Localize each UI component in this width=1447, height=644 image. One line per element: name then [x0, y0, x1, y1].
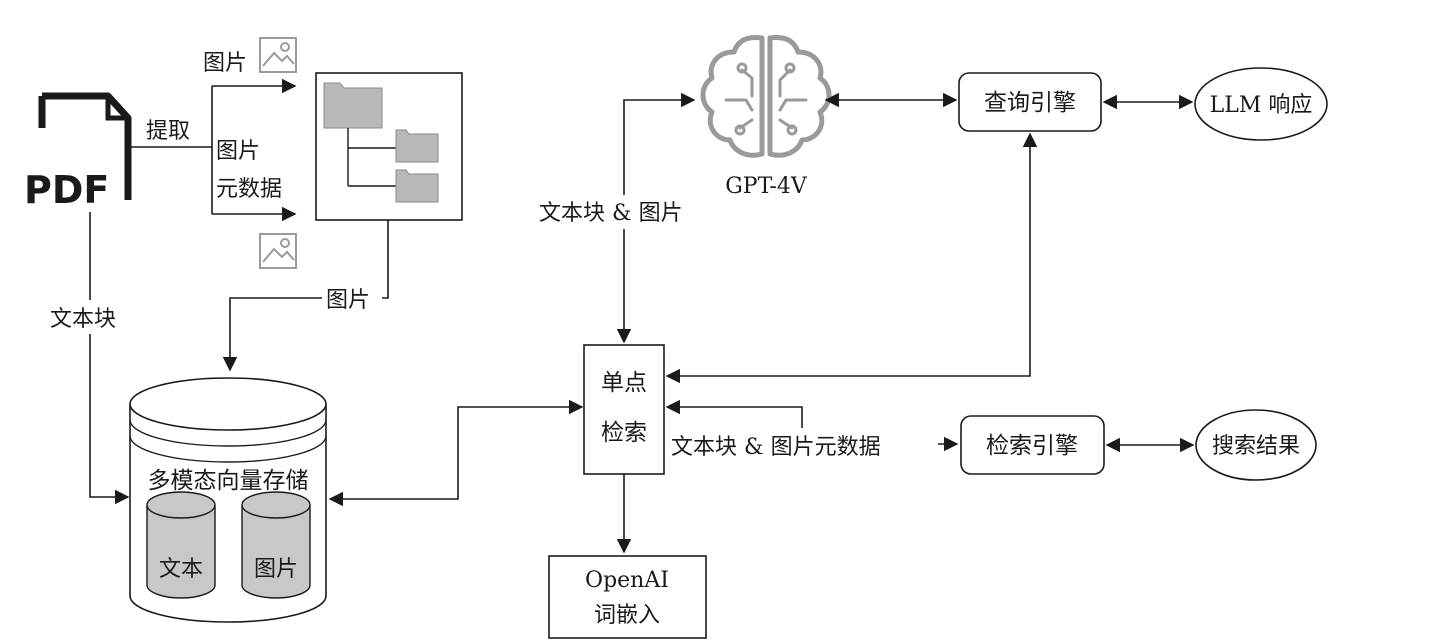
brain-icon: [700, 35, 832, 158]
text-chunks-edge: [89, 212, 130, 505]
image-cylinder-label: 图片: [254, 557, 298, 582]
search-results-label: 搜索结果: [1212, 434, 1300, 459]
image-icon: [259, 233, 297, 269]
embedding-label-2: 词嵌入: [594, 603, 660, 628]
llm-response-label: LLM 响应: [1210, 93, 1313, 118]
extract-label: 提取: [146, 119, 190, 144]
search-link-label: 文本块 & 图片元数据: [671, 435, 881, 460]
image-icon: [259, 37, 297, 73]
extraction-edges: [128, 78, 297, 222]
gpt-link-label: 文本块 & 图片: [539, 201, 683, 226]
embedding-label-1: OpenAI: [585, 568, 669, 593]
text-chunks-label: 文本块: [50, 307, 116, 332]
llm-response-ellipse: LLM 响应: [1194, 67, 1328, 141]
vector-store-cylinder: 多模态向量存储 文本 图片: [129, 377, 327, 623]
folder-icon: [323, 82, 383, 129]
images-to-store-edge: [222, 220, 389, 372]
query-engine-label: 查询引擎: [984, 90, 1076, 116]
text-cylinder-label: 文本: [159, 557, 203, 582]
search-engine-label: 检索引擎: [986, 433, 1078, 459]
retrieval-label-1: 单点: [601, 370, 647, 396]
pdf-label: PDF: [24, 168, 109, 212]
store-retrieval-edge: [328, 399, 584, 507]
folder-icon: [395, 169, 439, 203]
image-cylinder: 图片: [241, 491, 311, 599]
search-engine-box: 检索引擎: [960, 415, 1105, 475]
retrieval-gpt-edge: [616, 92, 696, 344]
folder-icon: [395, 129, 439, 163]
image-meta-label-1: 图片: [216, 139, 260, 164]
retrieval-box: 单点 检索: [583, 344, 665, 475]
retrieval-label-2: 检索: [601, 420, 647, 446]
text-cylinder: 文本: [146, 491, 216, 599]
gpt-label: GPT-4V: [725, 174, 808, 199]
image-top-label: 图片: [203, 51, 247, 76]
vector-store-title: 多模态向量存储: [148, 468, 309, 494]
query-retrieval-edge: [665, 132, 1038, 384]
image-meta-label-2: 元数据: [216, 177, 282, 202]
embedding-box: OpenAI 词嵌入: [548, 555, 707, 639]
folder-tree-box: [315, 72, 463, 221]
search-results-ellipse: 搜索结果: [1195, 409, 1317, 481]
query-engine-box: 查询引擎: [958, 72, 1102, 132]
images-to-store-label: 图片: [326, 288, 370, 313]
pdf-file-icon: PDF: [24, 92, 132, 212]
